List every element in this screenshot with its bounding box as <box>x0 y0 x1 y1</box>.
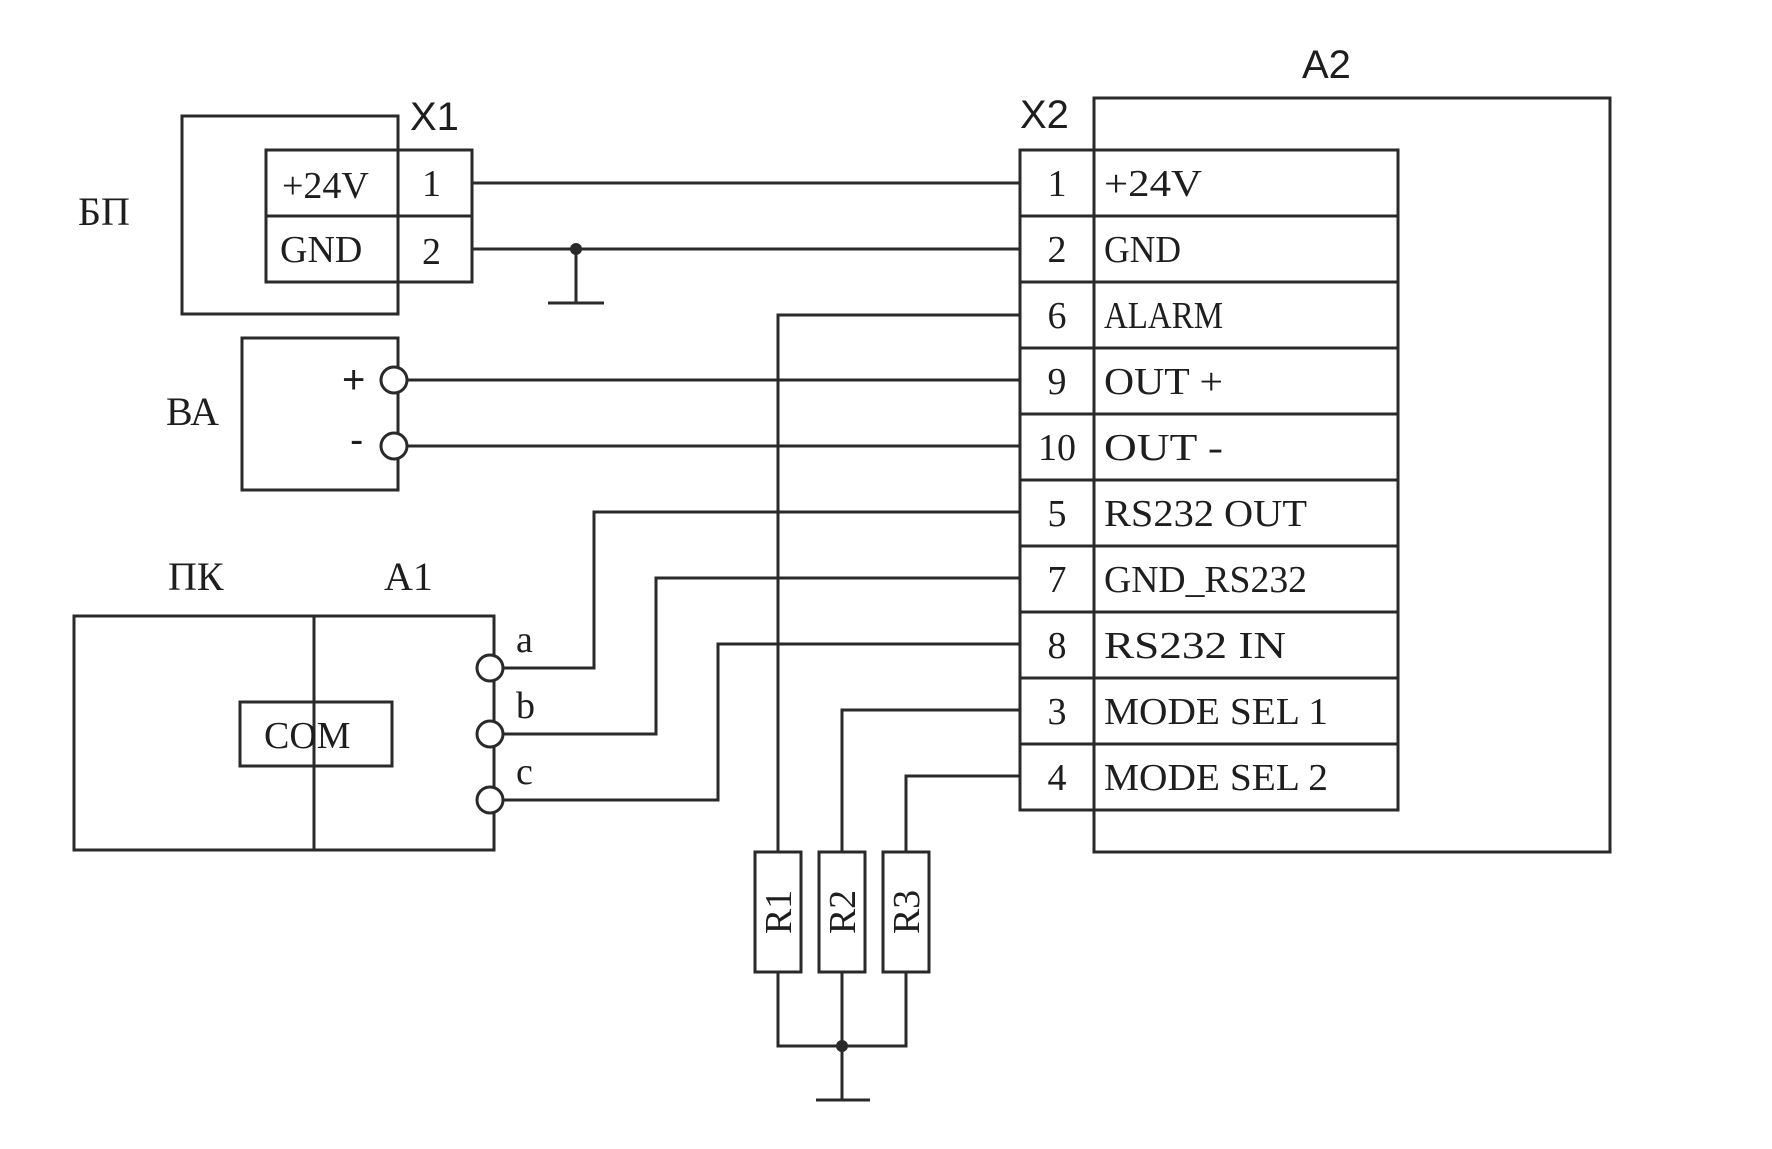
a1-terminal-b-label: b <box>516 685 535 727</box>
power-supply-block: БП X1 +24V 1 GND 2 <box>78 95 474 316</box>
power-supply-label: БП <box>78 189 130 234</box>
x2-signal-5: RS232 OUT <box>1104 493 1307 535</box>
x2-pin-4: 4 <box>1048 757 1067 799</box>
x2-label: X2 <box>1020 93 1069 137</box>
a1-terminal-a-label: a <box>516 619 533 661</box>
a2-label: A2 <box>1302 43 1351 87</box>
resistor-label-r1: R1 <box>758 890 800 934</box>
x2-signal-4: MODE SEL 2 <box>1104 757 1328 799</box>
va-terminal-minus-label: - <box>350 418 363 462</box>
x1-signal-gnd: GND <box>280 229 362 271</box>
pc-label: ПК <box>168 554 224 599</box>
x2-pin-7: 7 <box>1048 559 1067 601</box>
x2-signal-6: ALARM <box>1104 295 1223 337</box>
va-terminal-plus <box>379 365 409 395</box>
a1-terminal-a <box>475 653 505 683</box>
resistor-label-r3: R3 <box>886 890 928 934</box>
va-terminal-plus-label: + <box>342 358 365 402</box>
x2-pin-2: 2 <box>1048 229 1067 271</box>
a1-terminal-c-label: c <box>516 751 533 793</box>
x1-connector: +24V 1 GND 2 <box>264 148 474 284</box>
x2-pin-6: 6 <box>1048 295 1067 337</box>
x1-pin-1: 1 <box>422 163 441 205</box>
va-terminal-minus <box>379 431 409 461</box>
a1-terminal-c <box>475 785 505 815</box>
resistor-r2: R2 <box>817 850 867 974</box>
x1-label: X1 <box>410 95 459 139</box>
junction-dot-resistors <box>836 1040 848 1052</box>
x2-pin-5: 5 <box>1048 493 1067 535</box>
x2-pin-1: 1 <box>1048 163 1067 205</box>
com-port-label: COM <box>264 715 351 757</box>
a1-terminal-b <box>475 719 505 749</box>
x1-pin-2: 2 <box>422 231 441 273</box>
wires <box>406 181 1020 1102</box>
resistors: R1 R2 R3 <box>753 850 931 974</box>
va-block: ВА + - <box>166 336 400 492</box>
resistor-r3: R3 <box>881 850 931 974</box>
x2-signal-9: OUT + <box>1104 361 1223 403</box>
x2-signal-7: GND_RS232 <box>1104 559 1307 601</box>
terminals <box>379 365 505 815</box>
x1-signal-24v: +24V <box>282 165 369 207</box>
x2-signal-1: +24V <box>1104 163 1203 205</box>
resistor-label-r2: R2 <box>822 890 864 934</box>
va-label: ВА <box>166 389 219 434</box>
x2-signal-2: GND <box>1104 229 1181 271</box>
a1-label: А1 <box>384 554 433 599</box>
x2-signal-8: RS232 IN <box>1104 625 1286 667</box>
x2-pin-10: 10 <box>1038 427 1076 469</box>
resistor-r1: R1 <box>753 850 803 974</box>
x2-signal-10: OUT - <box>1104 427 1223 469</box>
pc-block: COM ПК А1 a b c <box>72 554 535 852</box>
x2-signal-3: MODE SEL 1 <box>1104 691 1328 733</box>
x2-pin-3: 3 <box>1048 691 1067 733</box>
junction-dot-gnd <box>570 243 582 255</box>
x2-pin-9: 9 <box>1048 361 1067 403</box>
a2-block: A2 X2 <box>1020 43 1612 854</box>
x2-pin-8: 8 <box>1048 625 1067 667</box>
